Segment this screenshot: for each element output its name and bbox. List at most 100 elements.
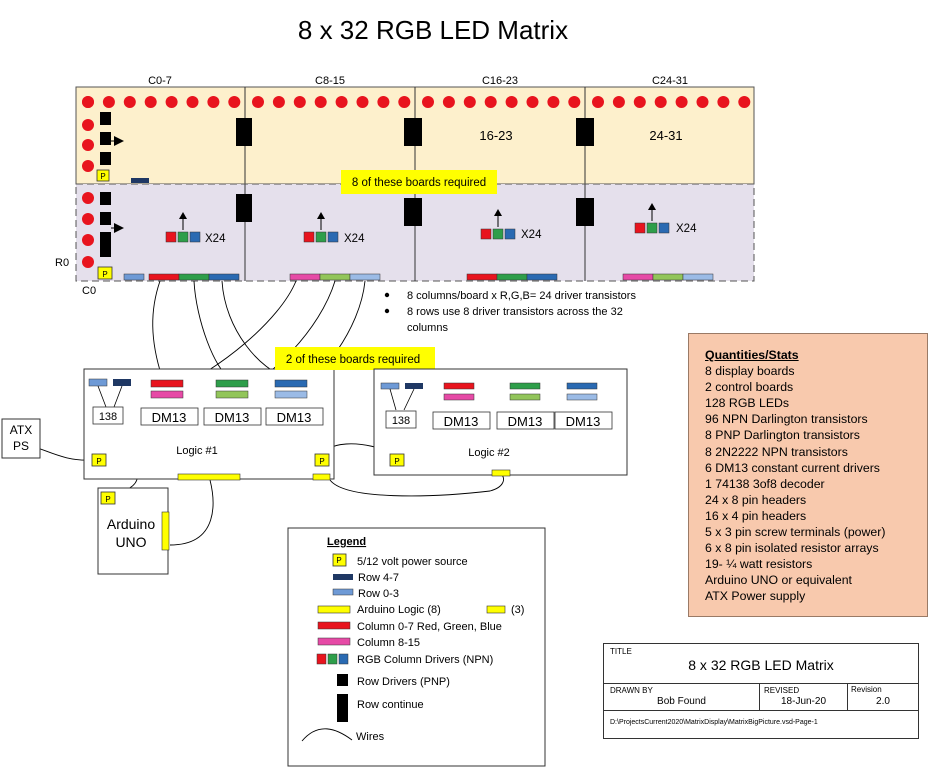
legend-item: Row 4-7 bbox=[358, 572, 399, 584]
dm13-chip-label: DM13 bbox=[152, 410, 187, 425]
rgb-led bbox=[186, 96, 199, 108]
rgb-driver-blue bbox=[504, 228, 516, 240]
rgb-led bbox=[356, 96, 369, 108]
wire bbox=[193, 280, 231, 379]
x24-label: X24 bbox=[676, 223, 697, 235]
rgb-led bbox=[144, 96, 157, 108]
rgb-led bbox=[82, 160, 94, 172]
main-title: 8 x 32 RGB LED Matrix bbox=[298, 15, 568, 45]
column-connector-lightblue bbox=[682, 273, 714, 281]
stats-item: 8 display boards bbox=[705, 364, 795, 379]
rgb-led bbox=[82, 96, 94, 108]
logic-board-1: 138 DM13 DM13 DM13 Logic #1 P P bbox=[83, 368, 335, 481]
atx-label-line1: ATX bbox=[10, 423, 32, 437]
legend-item: Row Drivers (PNP) bbox=[357, 676, 450, 688]
row-driver-pnp bbox=[100, 112, 111, 125]
pnp-row-drivers bbox=[100, 112, 124, 257]
rgb-led bbox=[82, 139, 94, 151]
rgb-driver-red bbox=[480, 228, 492, 240]
power-source-label: P bbox=[105, 495, 110, 504]
atx-box bbox=[1, 418, 41, 459]
legend-item: Row 0-3 bbox=[358, 588, 399, 600]
rgb-driver-blue bbox=[189, 231, 201, 243]
column-connector-green bbox=[496, 273, 528, 281]
file-path: D:\ProjectsCurrent2020\MatrixDisplay\Mat… bbox=[610, 719, 818, 726]
rgb-driver-red bbox=[165, 231, 177, 243]
bullet-text-line1: 8 rows use 8 driver transistors across t… bbox=[407, 306, 623, 318]
column-connector-green bbox=[178, 273, 210, 281]
power-source-icon bbox=[91, 453, 107, 467]
column-connector-lightgreen bbox=[319, 273, 351, 281]
arduino-logic-header bbox=[161, 511, 170, 551]
led-column bbox=[82, 96, 94, 268]
revision-label: Revision bbox=[851, 685, 882, 694]
bullet-text-line2: columns bbox=[407, 322, 448, 334]
power-source-icon bbox=[389, 453, 405, 467]
legend-item: Column 8-15 bbox=[357, 637, 420, 649]
column-pad-pink bbox=[150, 390, 184, 399]
row-driver-pnp bbox=[100, 244, 111, 257]
rgb-led bbox=[717, 96, 730, 108]
legend-title: Legend bbox=[327, 536, 366, 548]
x24-label: X24 bbox=[521, 229, 542, 241]
rgb-led bbox=[505, 96, 518, 108]
up-arrow-icon bbox=[648, 203, 656, 210]
arduino-label-line1: Arduino bbox=[107, 516, 155, 532]
logic-board-1-label: Logic #1 bbox=[176, 445, 218, 457]
power-source-label: P bbox=[96, 457, 101, 466]
arduino-uno: P Arduino UNO bbox=[97, 487, 170, 575]
row-4-7-pad bbox=[380, 382, 400, 390]
rgb-led bbox=[82, 213, 94, 225]
row-continue-connectors bbox=[236, 118, 594, 226]
arduino-logic-header-small bbox=[491, 469, 511, 477]
stats-item: 5 x 3 pin screw terminals (power) bbox=[705, 525, 886, 540]
rgb-column-driver-groups bbox=[165, 203, 670, 243]
column-connector-lightblue bbox=[349, 273, 381, 281]
decoder-link bbox=[97, 385, 107, 408]
rgb-led bbox=[633, 96, 646, 108]
stats-item: 6 x 8 pin isolated resistor arrays bbox=[705, 541, 879, 556]
column-connector-blue bbox=[208, 273, 240, 281]
atx-power-supply: ATX PS bbox=[1, 418, 41, 459]
legend-column-8-15-icon bbox=[317, 637, 351, 646]
bullet-text: 8 columns/board x R,G,B= 24 driver trans… bbox=[407, 290, 636, 302]
logic-board-banner-text: 2 of these boards required bbox=[286, 354, 420, 366]
legend-row-driver-icon bbox=[337, 674, 348, 686]
section-label: 24-31 bbox=[649, 128, 682, 143]
up-arrow-icon bbox=[494, 209, 502, 216]
rgb-led bbox=[123, 96, 136, 108]
column-pad-lightblue bbox=[566, 393, 598, 401]
column-pad-blue bbox=[274, 379, 308, 388]
revised-label: REVISED bbox=[764, 686, 800, 695]
title-label: TITLE bbox=[610, 647, 632, 656]
logic-board-2: 138 DM13 DM13 DM13 Logic #2 P bbox=[373, 368, 628, 477]
legend-arduino-logic-icon bbox=[317, 605, 351, 614]
column-header: C8-15 bbox=[315, 75, 345, 87]
rgb-led bbox=[612, 96, 625, 108]
stats-item: 2 control boards bbox=[705, 380, 794, 395]
power-source-icon bbox=[100, 491, 116, 505]
column-pad-red bbox=[150, 379, 184, 388]
row-arrow-icon bbox=[114, 223, 124, 233]
column-pad-green bbox=[215, 379, 249, 388]
legend-wire-icon bbox=[301, 728, 353, 742]
dm13-chip-label: DM13 bbox=[215, 410, 250, 425]
dm13-chip bbox=[203, 407, 262, 426]
rgb-led bbox=[526, 96, 539, 108]
dm13-chip-label: DM13 bbox=[444, 414, 479, 429]
row-0-3-pad bbox=[123, 273, 145, 281]
column-connector-pink bbox=[289, 273, 321, 281]
title-block-divider bbox=[759, 683, 760, 710]
display-board-banner bbox=[341, 170, 497, 194]
row-driver-pnp bbox=[100, 132, 111, 145]
atx-label-line2: PS bbox=[13, 439, 29, 453]
stats-item: ATX Power supply bbox=[705, 589, 806, 604]
rgb-led bbox=[207, 96, 220, 108]
row-driver-pnp bbox=[100, 212, 111, 225]
legend-row-continue-icon bbox=[337, 694, 348, 722]
decoder-link bbox=[113, 385, 123, 408]
rgb-led bbox=[82, 256, 94, 268]
bullet-dot bbox=[384, 308, 390, 314]
